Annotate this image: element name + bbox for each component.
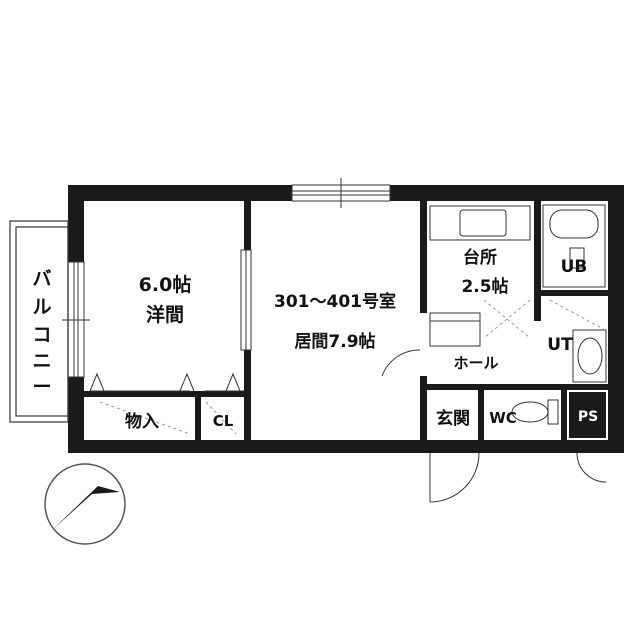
toilet-label: WC — [489, 409, 517, 427]
outer-walls — [68, 185, 624, 453]
pipe-space-label: PS — [578, 409, 598, 425]
balcony — [9, 220, 69, 423]
kitchen-size: 2.5帖 — [461, 276, 508, 297]
entrance-door — [429, 452, 480, 503]
hall-door — [381, 349, 421, 377]
kitchen-name: 台所 — [463, 247, 497, 268]
top-window — [291, 178, 391, 208]
bath-label: UB — [561, 257, 588, 277]
utility-fixtures — [549, 299, 607, 383]
closet-label: CL — [213, 412, 234, 430]
living-name-size: 居間7.9帖 — [294, 331, 375, 352]
balcony-char-5: ー — [32, 376, 51, 398]
balcony-char-4: ニ — [32, 350, 51, 372]
closet-doors — [89, 372, 244, 435]
balcony-char-3: コ — [32, 324, 51, 346]
bath-fixtures — [542, 204, 606, 288]
living-units: 301～401号室 — [274, 291, 396, 312]
storage-label: 物入 — [125, 411, 159, 432]
pipe-space-box — [569, 392, 606, 438]
hall-label: ホール — [453, 354, 498, 372]
utility-label: UT — [547, 335, 573, 355]
compass — [44, 463, 126, 545]
balcony-char-2: ル — [32, 296, 51, 318]
toilet-fixture — [511, 399, 559, 425]
kitchen-fixtures — [429, 205, 531, 347]
western-room-size: 6.0帖 — [139, 273, 192, 296]
balcony-door — [62, 261, 90, 378]
ps-door — [576, 452, 607, 483]
living-sliding-door — [240, 249, 252, 351]
western-room-name: 洋間 — [146, 303, 184, 326]
balcony-char-1: バ — [32, 268, 51, 290]
entrance-label: 玄関 — [436, 408, 470, 429]
